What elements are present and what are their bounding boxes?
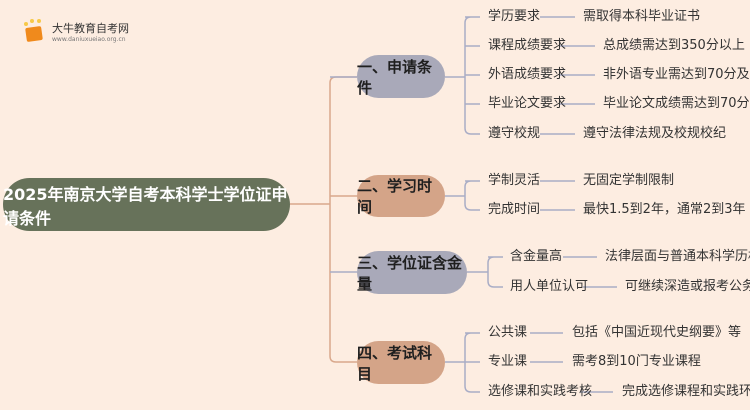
item-value: 非外语专业需达到70分及以上	[603, 67, 750, 82]
item-label: 遵守校规	[488, 126, 541, 141]
item-label: 用人单位认可	[510, 279, 589, 294]
branch-study-time[interactable]: 二、学习时间	[357, 175, 445, 217]
item-label: 学历要求	[488, 9, 541, 24]
logo-name: 大牛教育自考网	[52, 21, 129, 35]
item-label: 学制灵活	[488, 173, 541, 188]
item-value: 完成选修课程和实践环节	[622, 384, 750, 399]
item-label: 专业课	[488, 354, 528, 369]
item-value: 需考8到10门专业课程	[572, 354, 701, 369]
item-label: 选修课和实践考核	[488, 384, 593, 399]
item-label: 课程成绩要求	[488, 38, 567, 53]
root-node[interactable]: 2025年南京大学自考本科学士学位证申请条件	[3, 178, 290, 231]
item-value: 法律层面与普通本科学历相同	[605, 249, 750, 264]
item-value: 需取得本科毕业证书	[583, 9, 701, 24]
item-label: 外语成绩要求	[488, 67, 567, 82]
item-value: 遵守法律法规及校规校纪	[583, 126, 727, 141]
logo-url: www.daniuxueiao.org.cn	[52, 35, 126, 43]
item-value: 最快1.5到2年，通常2到3年	[583, 202, 746, 217]
book-logo-icon	[24, 19, 43, 42]
branch-degree-value[interactable]: 三、学位证含金量	[357, 251, 467, 294]
item-label: 含金量高	[510, 249, 563, 264]
item-value: 毕业论文成绩需达到70分以上	[603, 96, 750, 111]
item-label: 完成时间	[488, 202, 541, 217]
item-label: 公共课	[488, 325, 528, 340]
branch-application-conditions[interactable]: 一、申请条件	[357, 55, 445, 98]
logo: 大牛教育自考网 www.daniuxueiao.org.cn	[20, 18, 129, 44]
item-value: 包括《中国近现代史纲要》等	[572, 325, 742, 340]
item-value: 无固定学制限制	[583, 173, 675, 188]
item-value: 总成绩需达到350分以上	[603, 38, 745, 53]
branch-exam-subjects[interactable]: 四、考试科目	[357, 341, 445, 384]
item-label: 毕业论文要求	[488, 96, 567, 111]
item-value: 可继续深造或报考公务员	[625, 279, 750, 294]
